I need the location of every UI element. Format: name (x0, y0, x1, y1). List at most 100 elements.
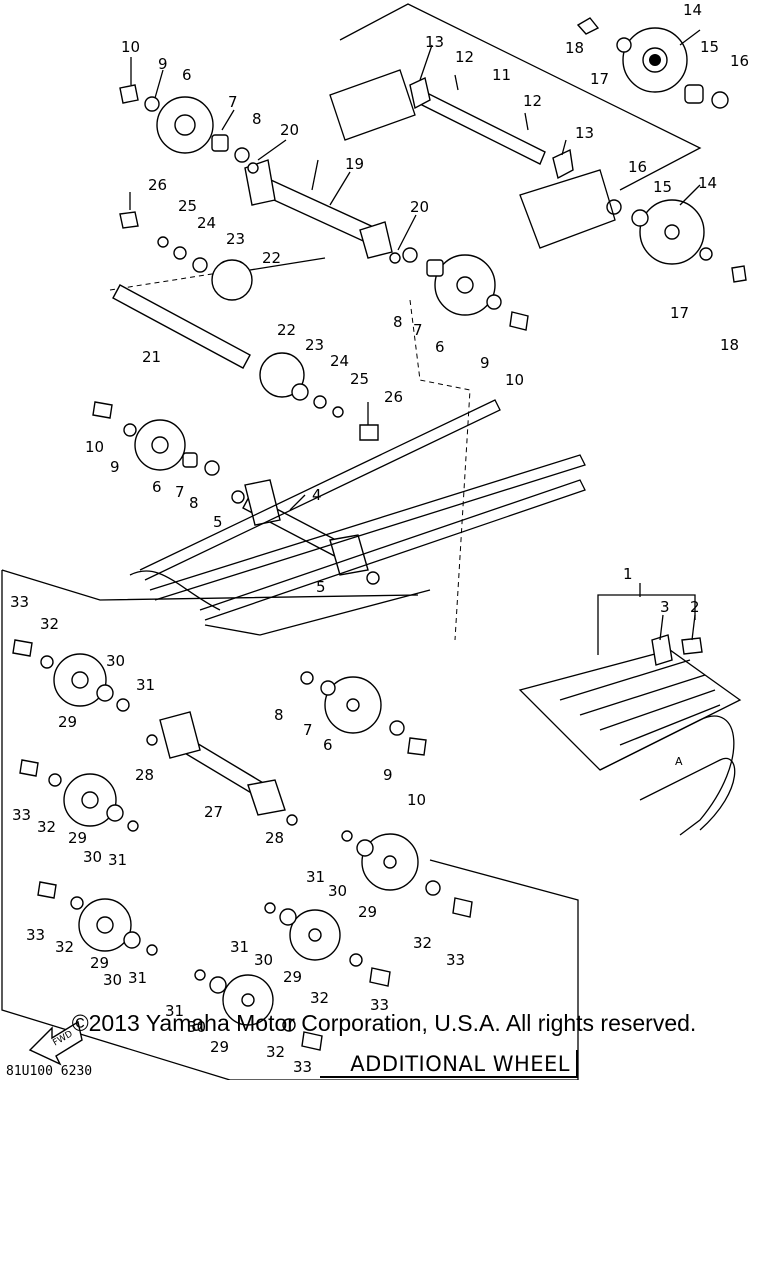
bushing-20-a (247, 162, 259, 174)
rear-idler-wheel-lower (639, 199, 705, 265)
callout-30-e: 30 (254, 951, 273, 969)
callout-28-b: 28 (265, 829, 284, 847)
washer-24-upper (173, 246, 187, 260)
circlip-8-ul (234, 147, 250, 163)
circlip-25-upper (157, 236, 169, 248)
bolt-33-f (301, 1031, 323, 1051)
bearing-30-a (96, 684, 114, 702)
callout-15-b: 15 (653, 178, 672, 196)
callout-5-a: 5 (213, 513, 223, 531)
callout-29-a: 29 (58, 713, 77, 731)
circlip-31-e (264, 902, 276, 914)
bearing-30-d (356, 839, 374, 857)
callout-30-f: 30 (187, 1018, 206, 1036)
exploded-view-drawing: FWD A 1 2 3 4 5 5 6 6 6 6 7 7 7 7 (1, 1, 749, 1080)
washer-9-ll (123, 423, 137, 437)
washer-9-mid (486, 294, 502, 310)
washer-9-ul (144, 96, 160, 112)
callout-labels: 1 2 3 4 5 5 6 6 6 6 7 7 7 7 8 8 8 8 9 9 … (10, 1, 749, 1076)
arm-27 (159, 711, 286, 816)
callout-29-f: 29 (210, 1038, 229, 1056)
fwd-arrow-icon: FWD (28, 1020, 83, 1066)
callout-22-a: 22 (262, 249, 281, 267)
callout-9-c: 9 (110, 458, 120, 476)
callout-32-d: 32 (413, 934, 432, 952)
callout-22-b: 22 (277, 321, 296, 339)
bolt-26-lower (359, 424, 379, 441)
track-clip-3 (651, 634, 673, 666)
callout-30-d: 30 (328, 882, 347, 900)
wheel-6-lower-left (134, 419, 186, 471)
callout-31-e: 31 (230, 938, 249, 956)
wheel-6-middle (434, 254, 496, 316)
circlip-31-c (146, 944, 158, 956)
leader-lines (129, 29, 701, 641)
circlip-31-f (194, 969, 206, 981)
bearing-7-add (320, 680, 336, 696)
pivot-arm-19 (244, 159, 393, 259)
callout-32-e: 32 (310, 989, 329, 1007)
callout-24-b: 24 (330, 352, 349, 370)
callout-18-a: 18 (565, 39, 584, 57)
callout-15-a: 15 (700, 38, 719, 56)
callout-13-b: 13 (575, 124, 594, 142)
callout-7-a: 7 (228, 93, 238, 111)
callout-8-d: 8 (274, 706, 284, 724)
bearing-30-b (106, 804, 124, 822)
bolt-33-b (19, 759, 39, 777)
bolt-18-upper (576, 17, 600, 35)
callout-31-b: 31 (108, 851, 127, 869)
rear-idler-wheel-upper (622, 27, 688, 93)
callout-29-d: 29 (358, 903, 377, 921)
callout-28-a: 28 (135, 766, 154, 784)
callout-25-a: 25 (178, 197, 197, 215)
callout-8-b: 8 (393, 313, 403, 331)
rear-axle-shaft (409, 76, 574, 180)
callout-14-b: 14 (698, 174, 717, 192)
track-clip-2 (681, 637, 703, 655)
bearing-30-c (123, 931, 141, 949)
circlip-upper (711, 91, 729, 109)
wheel-29-c (78, 898, 132, 952)
callout-10-d: 10 (407, 791, 426, 809)
wheel-29-b (63, 773, 117, 827)
track-assembly (518, 649, 742, 836)
parts-diagram: FWD A 1 2 3 4 5 5 6 6 6 6 7 7 7 7 (1, 1, 749, 1080)
callout-33-d: 33 (446, 951, 465, 969)
callout-32-a: 32 (40, 615, 59, 633)
bearing-lower (631, 209, 649, 227)
washer-upper (616, 37, 632, 53)
callout-6-d: 6 (323, 736, 333, 754)
bearing-7-ll (182, 452, 198, 468)
callout-5-b: 5 (316, 578, 326, 596)
bearing-7-ul (211, 134, 229, 152)
copyright-notice: ©2013 Yamaha Motor Corporation, U.S.A. A… (71, 1010, 697, 1036)
callout-13-a: 13 (425, 33, 444, 51)
callout-7-d: 7 (303, 721, 313, 739)
callout-9-a: 9 (158, 55, 168, 73)
callout-16-a: 16 (730, 52, 749, 70)
callout-7-b: 7 (413, 321, 423, 339)
callout-32-b: 32 (37, 818, 56, 836)
upper-shaft-group-outline (109, 3, 702, 641)
callout-33-a: 33 (10, 593, 29, 611)
callout-23-a: 23 (226, 230, 245, 248)
callout-31-d: 31 (306, 868, 325, 886)
callout-14-a: 14 (683, 1, 702, 19)
callout-6-b: 6 (435, 338, 445, 356)
slide-rails (129, 399, 586, 636)
callout-2: 2 (690, 598, 700, 616)
wheel-29-e (289, 909, 341, 961)
bolt-10-add (407, 737, 427, 756)
pin-12-a (454, 74, 459, 91)
callout-30-c: 30 (103, 971, 122, 989)
callout-27: 27 (204, 803, 223, 821)
washer-32-d (425, 880, 441, 896)
washer-lower (699, 247, 713, 261)
bearing-23-upper (192, 257, 208, 273)
callout-12-a: 12 (455, 48, 474, 66)
bearing-upper (684, 84, 704, 104)
callout-9-d: 9 (383, 766, 393, 784)
callout-29-b: 29 (68, 829, 87, 847)
callout-33-b: 33 (12, 806, 31, 824)
